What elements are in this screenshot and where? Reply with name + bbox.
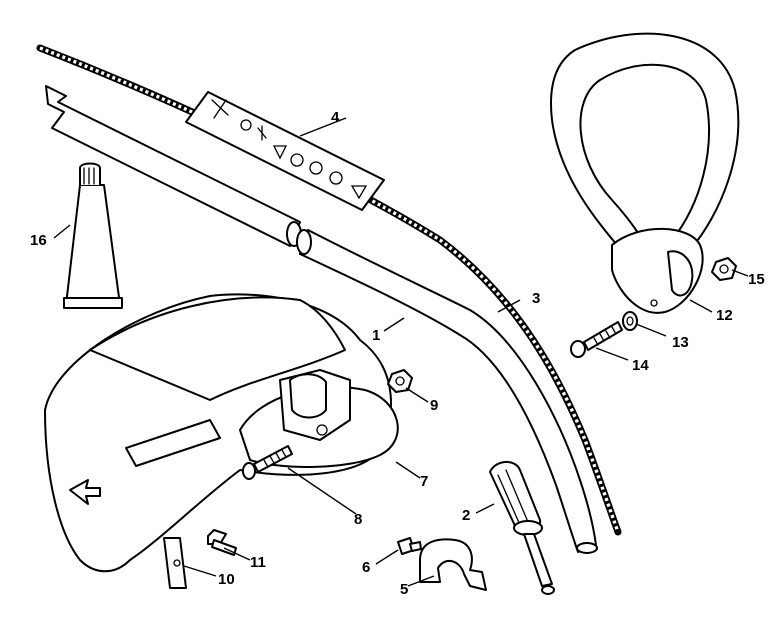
callout-15: 15 [748, 271, 765, 288]
leader-8 [287, 467, 357, 515]
washer-part-13 [622, 311, 638, 331]
warning-decal-part-4 [185, 91, 385, 211]
clamp-part-5 [419, 538, 487, 591]
callout-2: 2 [462, 507, 470, 524]
callout-16: 16 [30, 232, 47, 249]
leader-6 [375, 549, 399, 565]
screw-part-8 [242, 445, 293, 480]
leader-15 [731, 269, 749, 277]
leader-2 [475, 503, 495, 514]
nut-part-15 [711, 257, 737, 281]
leader-7 [395, 461, 421, 479]
callout-3: 3 [532, 290, 540, 307]
callout-labels: 4 16 3 1 12 15 13 14 9 7 8 2 11 10 6 5 [30, 109, 765, 598]
callout-12: 12 [716, 307, 733, 324]
leader-4 [299, 117, 347, 137]
leader-10 [183, 565, 217, 577]
callout-14: 14 [632, 357, 649, 374]
drive-tube-part-1 [45, 85, 598, 554]
callout-8: 8 [354, 511, 362, 528]
leader-14 [595, 347, 629, 361]
leader-11 [223, 547, 251, 561]
screw-part-6 [397, 537, 422, 555]
leader-1 [383, 317, 405, 332]
screw-part-14 [570, 321, 623, 358]
callout-6: 6 [362, 559, 370, 576]
callout-10: 10 [218, 571, 235, 588]
loop-handle-part-12 [550, 32, 740, 314]
leader-3 [497, 299, 521, 313]
callout-11: 11 [250, 554, 266, 571]
leader-13 [635, 323, 667, 337]
grease-tube-part-16 [63, 162, 123, 309]
leader-lines [53, 117, 749, 587]
callout-13: 13 [672, 334, 689, 351]
deflector-part-7 [44, 293, 399, 573]
plate-part-10 [163, 537, 187, 589]
callout-4: 4 [331, 109, 340, 126]
callout-1: 1 [372, 327, 380, 344]
callout-9: 9 [430, 397, 438, 414]
leader-5 [407, 575, 435, 587]
callout-7: 7 [420, 473, 428, 490]
callout-5: 5 [400, 581, 408, 598]
leader-9 [405, 387, 429, 403]
bearing-assembly-part-2 [489, 461, 555, 595]
leader-12 [689, 299, 713, 313]
leader-16 [53, 224, 71, 239]
